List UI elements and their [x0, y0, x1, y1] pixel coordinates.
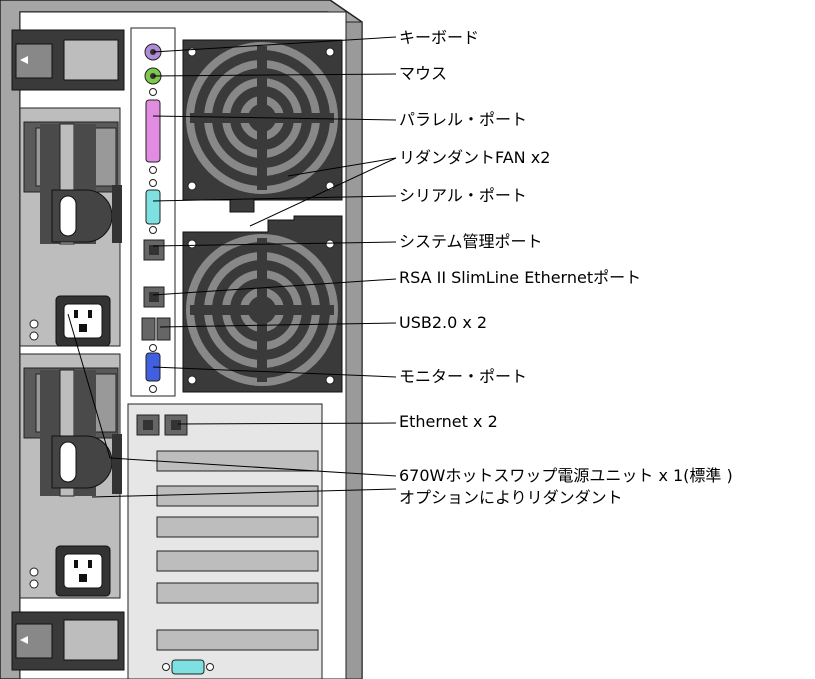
arrow-icon — [20, 56, 28, 64]
pci-slot — [156, 582, 319, 604]
serial-port — [145, 189, 161, 225]
pci-slot — [156, 516, 319, 538]
label-system-management-port: システム管理ポート — [399, 232, 543, 251]
label-serial-port: シリアル・ポート — [399, 186, 527, 205]
label-power-supply: 670Wホットスワップ電源ユニット x 1(標準 ) — [399, 466, 733, 485]
pci-area — [127, 403, 323, 679]
label-usb: USB2.0 x 2 — [399, 313, 488, 332]
power-supply-2 — [19, 353, 122, 599]
label-ethernet: Ethernet x 2 — [399, 412, 498, 431]
power-supply-1 — [19, 107, 122, 347]
label-mouse: マウス — [399, 64, 448, 83]
label-rsa-ethernet-port: RSA II SlimLine Ethernetポート — [399, 268, 642, 287]
label-power-supply-redundant: オプションによりリダンダント — [399, 488, 623, 507]
pci-slot — [156, 485, 319, 507]
pci-slot — [156, 550, 319, 572]
fan-2 — [182, 215, 343, 393]
pci-slot — [156, 450, 319, 472]
io-panel — [130, 27, 176, 397]
label-redundant-fan: リダンダントFAN x2 — [399, 148, 551, 167]
usb-port — [141, 317, 156, 341]
pci-slot — [156, 629, 319, 651]
parallel-port — [145, 99, 161, 163]
label-parallel-port: パラレル・ポート — [399, 110, 528, 129]
top-handle — [11, 29, 125, 91]
leader-lines — [67, 36, 397, 498]
bottom-handle — [11, 611, 125, 671]
fan-1 — [182, 39, 343, 213]
serial-port-2 — [171, 659, 205, 675]
label-keyboard: キーボード — [399, 28, 480, 47]
usb-port — [156, 317, 171, 341]
arrow-icon — [20, 636, 28, 644]
label-monitor-port: モニター・ポート — [399, 367, 528, 386]
